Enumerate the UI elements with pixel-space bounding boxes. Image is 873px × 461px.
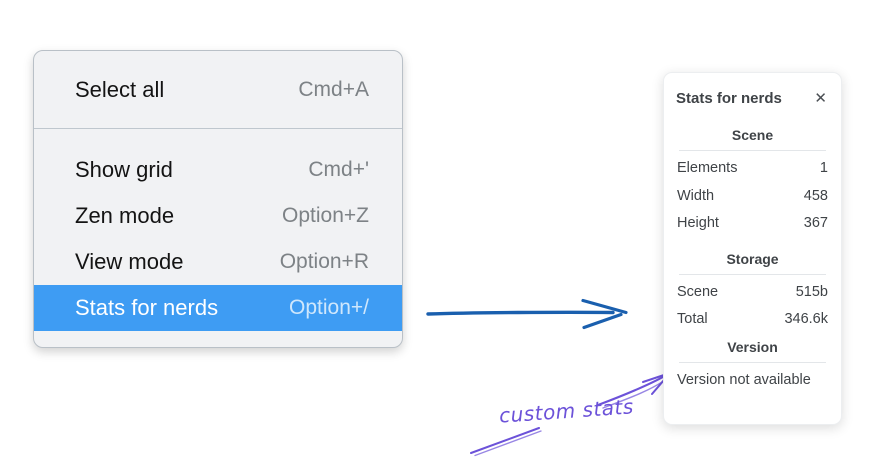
- close-icon[interactable]: ✕: [814, 89, 827, 107]
- menu-item-stats-for-nerds[interactable]: Stats for nerds Option+/: [34, 285, 402, 331]
- menu-divider: [34, 128, 402, 129]
- blue-arrow: [426, 298, 628, 330]
- stat-row-height: Height 367: [677, 210, 828, 238]
- menu-shortcut: Option+Z: [282, 204, 369, 227]
- section-scene: Scene Elements 1 Width 458 Height 367: [676, 127, 829, 238]
- stat-label: Total: [677, 311, 708, 327]
- stat-value: 458: [803, 187, 828, 204]
- section-header: Scene: [679, 127, 826, 151]
- menu-shortcut: Option+R: [279, 250, 369, 273]
- menu-item-show-grid[interactable]: Show grid Cmd+': [34, 147, 402, 193]
- stats-panel-title: Stats for nerds: [676, 89, 782, 107]
- section-storage: Storage Scene 515b Total 346.6k: [676, 251, 829, 334]
- stat-label: Height: [677, 215, 719, 231]
- menu-item-label: Select all: [75, 76, 165, 102]
- menu-item-view-mode[interactable]: View mode Option+R: [34, 239, 402, 285]
- stat-row-width: Width 458: [677, 183, 828, 211]
- stat-value: 346.6k: [784, 311, 828, 327]
- menu-shortcut: Cmd+': [308, 158, 369, 181]
- stats-panel: Stats for nerds ✕ Scene Elements 1 Width…: [663, 72, 842, 425]
- menu-item-select-all[interactable]: Select all Cmd+A: [34, 51, 402, 128]
- menu-shortcut: Option+/: [289, 296, 369, 319]
- menu-item-label: Stats for nerds: [75, 295, 219, 320]
- stat-label: Width: [677, 187, 715, 204]
- section-header: Version: [679, 339, 826, 363]
- stat-label: Scene: [677, 283, 719, 300]
- stat-row-total-storage: Total 346.6k: [677, 306, 828, 334]
- stat-value: 367: [803, 215, 828, 231]
- menu-item-label: Show grid: [75, 157, 173, 182]
- section-header: Storage: [679, 251, 826, 275]
- menu-group: Show grid Cmd+' Zen mode Option+Z View m…: [34, 129, 402, 331]
- annotation-stroke: [470, 427, 542, 457]
- menu-item-label: Zen mode: [75, 203, 175, 228]
- stats-panel-header: Stats for nerds ✕: [676, 85, 829, 111]
- context-menu: Select all Cmd+A Show grid Cmd+' Zen mod…: [33, 50, 403, 348]
- menu-shortcut: Cmd+A: [298, 77, 369, 101]
- stat-row-elements: Elements 1: [677, 155, 828, 183]
- stat-label: Elements: [677, 160, 738, 176]
- stat-row-scene-storage: Scene 515b: [677, 279, 828, 307]
- menu-item-zen-mode[interactable]: Zen mode Option+Z: [34, 193, 402, 239]
- menu-item-label: View mode: [75, 249, 184, 274]
- stat-value: 515b: [795, 283, 828, 300]
- version-note: Version not available: [677, 371, 811, 388]
- annotation-label: custom stats: [498, 394, 635, 428]
- section-version: Version Version not available: [676, 339, 829, 390]
- stat-value: 1: [819, 160, 828, 176]
